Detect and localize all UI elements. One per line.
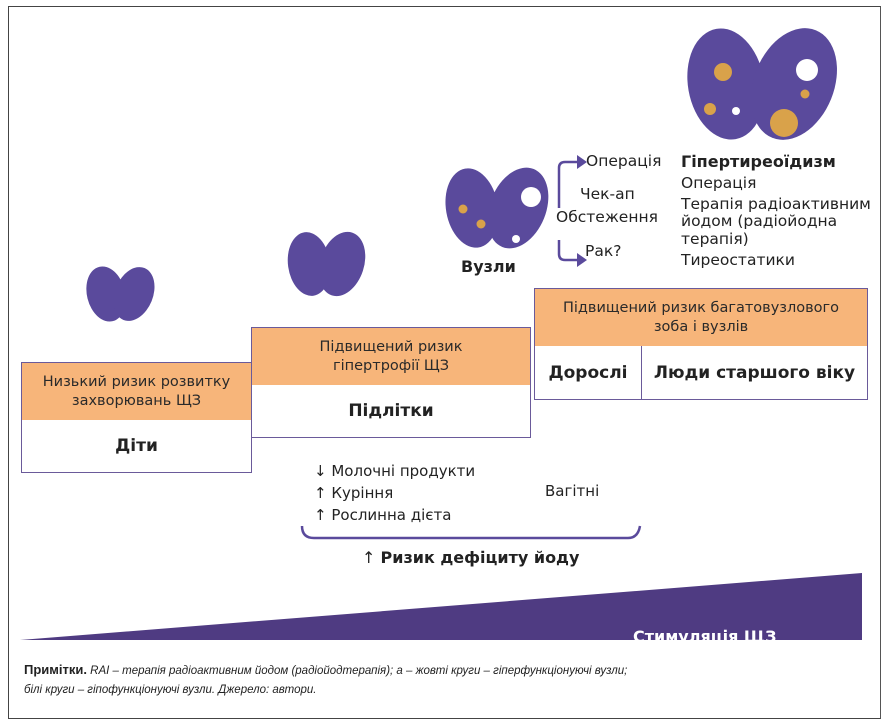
risk-label: Підвищений ризик гіпертрофії ЩЗ [319, 338, 463, 374]
branch-examination: Обстеження [556, 208, 658, 226]
group-label: Підлітки [348, 401, 434, 421]
group-box-children: Діти [21, 420, 252, 473]
hyperfunctioning-nodule [458, 204, 468, 214]
arrow-up-icon: ↑ [314, 484, 327, 502]
notes-line1: RAI – терапія радіоактивним йодом (радіо… [86, 665, 628, 677]
hyperthyroidism-title: Гіпертиреоїдизм [681, 152, 836, 171]
figure-notes: Примітки. RAI – терапія радіоактивним йо… [24, 660, 627, 700]
stimulation-label: Стимуляція ЩЗ [633, 627, 777, 646]
hyperthyroidism-treatments: Операція Терапія радіоактивним йодом (ра… [681, 174, 871, 270]
arrow-up-icon: ↑ [362, 548, 376, 567]
hyperfunctioning-nodule [770, 109, 798, 137]
nodules-title: Вузли [461, 257, 516, 276]
hypofunctioning-nodule [521, 187, 541, 207]
factor-item: ↑ Рослинна дієта [314, 506, 452, 524]
treatment-item: йодом (радіойодна [681, 212, 838, 230]
treatment-item: терапія) [681, 229, 749, 248]
hypofunctioning-nodule [796, 59, 818, 81]
arrow-down-icon: ↓ [314, 462, 327, 480]
thyroid-icon-teens [287, 231, 366, 297]
group-box-teens: Підлітки [251, 385, 531, 438]
risk-box-teens: Підвищений ризик гіпертрофії ЩЗ [251, 327, 531, 386]
branch-surgery: Операція [586, 152, 662, 170]
iodine-risk: ↑ Ризик дефіциту йоду [362, 548, 580, 567]
branch-arrows-icon [557, 155, 587, 267]
hypofunctioning-nodule [512, 235, 520, 243]
notes-line2: білі круги – гіпофункціонуючі вузли. Дже… [24, 684, 317, 696]
notes-heading: Примітки. [24, 662, 87, 677]
risk-label: Низький ризик розвитку захворювань ЩЗ [42, 373, 231, 409]
thyroid-icon-children [86, 266, 155, 322]
treatment-item: Тиреостатики [681, 251, 795, 269]
branch-checkup: Чек-ап [580, 185, 635, 203]
risk-label: Підвищений ризик багатовузлового зоба і … [562, 299, 840, 335]
hyperfunctioning-nodule [714, 63, 732, 81]
group-box-elderly: Люди старшого віку [641, 346, 868, 400]
hyperfunctioning-nodule [704, 103, 716, 115]
factor-item: ↑ Куріння [314, 484, 394, 502]
arrow-up-icon: ↑ [314, 506, 327, 524]
hyperfunctioning-nodule [800, 89, 810, 99]
group-box-adults: Дорослі [534, 346, 642, 400]
branch-cancer: Рак? [585, 242, 622, 260]
group-label: Діти [115, 436, 158, 456]
bracket-icon [300, 525, 642, 540]
hypofunctioning-nodule [732, 107, 740, 115]
pregnant-label: Вагітні [545, 482, 600, 500]
thyroid-icon-nodules [445, 167, 549, 249]
thyroid-icon-hyperthyroidism [687, 28, 837, 140]
factors-list: ↓ Молочні продукти ↑ Куріння ↑ Рослинна … [314, 460, 475, 526]
treatment-item: Операція [681, 174, 757, 192]
treatment-item: Терапія радіоактивним [681, 194, 871, 213]
hyperfunctioning-nodule [476, 219, 486, 229]
group-label: Дорослі [548, 362, 628, 383]
factor-item: ↓ Молочні продукти [314, 462, 476, 480]
group-label: Люди старшого віку [653, 362, 856, 383]
